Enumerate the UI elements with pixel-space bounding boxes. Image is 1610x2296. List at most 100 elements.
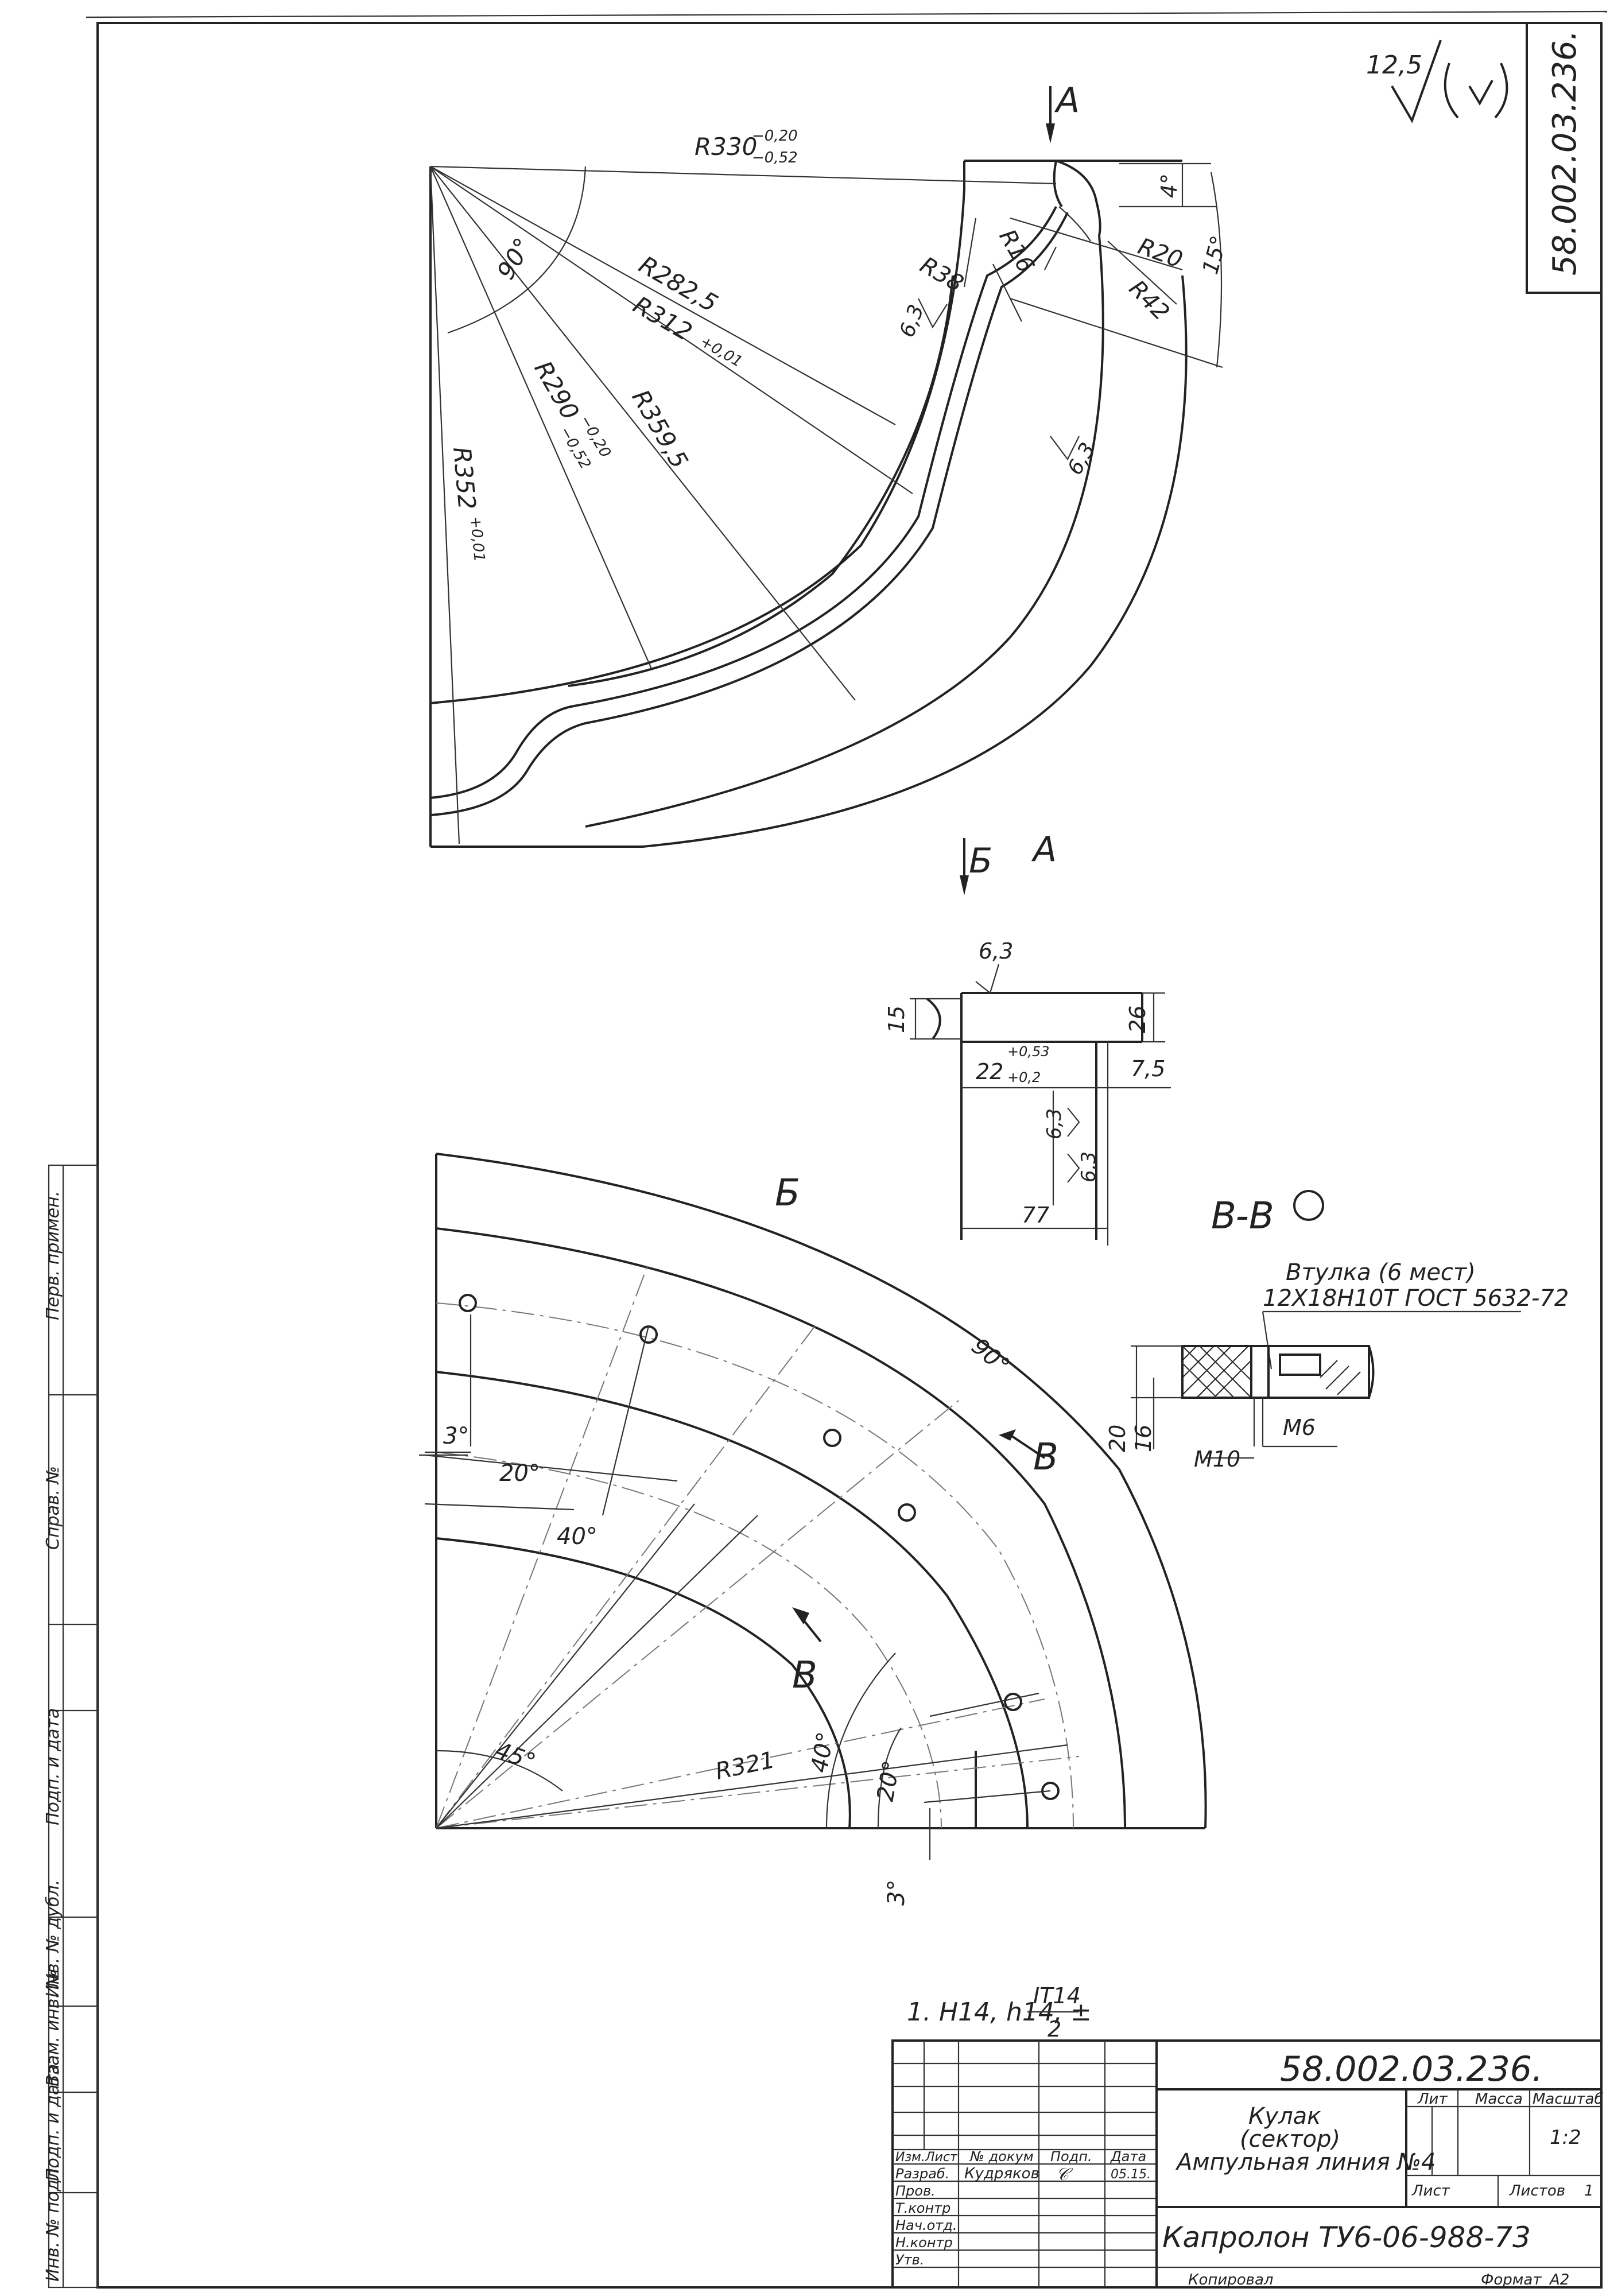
note-1-denominator: 2 bbox=[1048, 2016, 1061, 2042]
top-view-sector: A bbox=[429, 80, 1232, 848]
dim-22-tol-upper: +0,53 bbox=[1007, 1044, 1050, 1060]
dim-angle-15: 15° bbox=[1197, 233, 1232, 277]
sheet-edge bbox=[86, 10, 1608, 18]
head-list: Лист bbox=[925, 2150, 958, 2165]
format-value: А2 bbox=[1549, 2271, 1569, 2289]
razrab-date: 05.15. bbox=[1111, 2167, 1151, 2182]
document-code: 58.002.03.236. bbox=[1546, 30, 1584, 276]
dim-r330-tol-upper: −0,20 bbox=[752, 127, 798, 145]
dim-angle-90-bottom: 90° bbox=[967, 1333, 1015, 1379]
dim-r20: R20 bbox=[1135, 233, 1186, 273]
dim-22: 22 bbox=[976, 1059, 1003, 1084]
section-arrow-label-b-2: B bbox=[792, 1654, 817, 1697]
section-bb: Втулка (6 мест) 12Х18Н10Т ГОСТ 5632-72 bbox=[1105, 1259, 1569, 1472]
dim-r312-tol: +0,01 bbox=[697, 333, 746, 371]
row-nkontr: Н.контр bbox=[895, 2235, 953, 2251]
hole bbox=[459, 1294, 477, 1312]
head-masshtab: Масштаб bbox=[1533, 2091, 1604, 2108]
dim-angle-3-a: 3° bbox=[443, 1423, 469, 1449]
razrab-name: Кудряков bbox=[964, 2165, 1039, 2182]
view-b-label: Б bbox=[775, 1172, 800, 1215]
dim-angle-20-b: 20° bbox=[872, 1759, 906, 1804]
head-lit: Лит bbox=[1417, 2091, 1448, 2108]
head-doc: № докум bbox=[969, 2148, 1034, 2165]
bushing-note-2: 12Х18Н10Т ГОСТ 5632-72 bbox=[1263, 1285, 1569, 1312]
sheet-frame bbox=[96, 22, 1603, 2289]
dim-16: 16 bbox=[1131, 1425, 1156, 1452]
roughness-symbol: 12,5 bbox=[1366, 40, 1508, 123]
row-nach: Нач.отд. bbox=[895, 2217, 957, 2233]
dim-r352: R352 bbox=[448, 446, 481, 511]
title-material: Капролон ТУ6-06-988-73 bbox=[1162, 2221, 1531, 2254]
dim-20: 20 bbox=[1105, 1425, 1130, 1452]
head-sheet: Лист bbox=[1411, 2182, 1450, 2200]
dim-r290: R290 bbox=[529, 356, 584, 425]
head-massa: Масса bbox=[1475, 2091, 1523, 2108]
title-block: 58.002.03.236. Кулак (сектор) Ампульная … bbox=[891, 2039, 1604, 2289]
dim-77: 77 bbox=[1022, 1203, 1049, 1228]
sheets-value: 1 bbox=[1584, 2182, 1594, 2200]
hole bbox=[823, 1429, 841, 1447]
dim-r16: R16 bbox=[994, 225, 1039, 277]
row-prov: Пров. bbox=[895, 2183, 936, 2199]
stamp-podp-data-1: Подп. и дата bbox=[43, 1708, 63, 1825]
dim-angle-40-a: 40° bbox=[557, 1523, 598, 1550]
dim-r359: R359,5 bbox=[626, 385, 693, 474]
note-1-numerator: IT14 bbox=[1033, 1983, 1081, 2008]
dim-angle-45: 45° bbox=[492, 1737, 539, 1775]
row-utv: Утв. bbox=[895, 2252, 924, 2268]
section-b-cut-label: Б bbox=[969, 841, 992, 881]
scale-value: 1:2 bbox=[1550, 2126, 1581, 2149]
hole bbox=[1041, 1782, 1060, 1800]
section-a-rough-a: 6,3 bbox=[1043, 1108, 1066, 1139]
title-designation: 58.002.03.236. bbox=[1280, 2049, 1543, 2089]
head-izm: Изм. bbox=[895, 2150, 925, 2165]
title-part-name-1: Кулак bbox=[1248, 2103, 1321, 2130]
dim-angle-20-a: 20° bbox=[499, 1460, 540, 1487]
tolerance-note: 1. H14, h14, ± IT14 2 bbox=[907, 1983, 1092, 2042]
hole bbox=[898, 1503, 916, 1522]
bottom-view-sector: Б B-B bbox=[419, 1153, 1324, 1906]
head-sheets: Листов bbox=[1509, 2182, 1565, 2200]
section-bb-title: B-B bbox=[1211, 1195, 1274, 1238]
dim-r321: R321 bbox=[713, 1747, 777, 1785]
row-tkontr: Т.контр bbox=[895, 2200, 951, 2216]
rotation-icon bbox=[1293, 1190, 1324, 1221]
section-a-view-label: A bbox=[1031, 829, 1057, 870]
dim-angle-40-b: 40° bbox=[806, 1730, 840, 1775]
dim-r330: R330 bbox=[695, 133, 757, 161]
dim-15: 15 bbox=[884, 1006, 909, 1033]
document-code-stamp: 58.002.03.236. bbox=[1526, 22, 1603, 294]
section-a-rough-b: 6,3 bbox=[1077, 1151, 1100, 1182]
dim-angle-4: 4° bbox=[1157, 173, 1182, 198]
side-stamp-column: Перв. примен. Справ. № Подп. и дата Инв.… bbox=[43, 1164, 99, 2289]
stamp-vzam-inv: Взам. инв. № bbox=[43, 1969, 63, 2086]
roughness-6-3-a: 6,3 bbox=[895, 301, 929, 340]
bushing-note-1: Втулка (6 мест) bbox=[1286, 1259, 1476, 1286]
stamp-podp-data-2: Подп. и дата bbox=[43, 2064, 63, 2181]
section-a-rough-top: 6,3 bbox=[979, 938, 1013, 964]
hole bbox=[1004, 1693, 1022, 1711]
dim-r352-tol: +0,01 bbox=[467, 515, 488, 563]
section-a-profile: Б A 6,3 15 26 22 +0,53 +0,2 7,5 6,3 6,3 bbox=[884, 829, 1171, 1246]
stamp-inv-podl: Инв. № подл. bbox=[43, 2163, 63, 2282]
dim-r330-tol-lower: −0,52 bbox=[752, 149, 798, 166]
title-part-name-3: Ампульная линия №4 bbox=[1175, 2149, 1436, 2175]
dim-26: 26 bbox=[1125, 1006, 1150, 1033]
dim-angle-3-b: 3° bbox=[883, 1880, 910, 1906]
dim-7-5: 7,5 bbox=[1131, 1056, 1165, 1081]
dim-angle-90-top: 90° bbox=[491, 233, 537, 284]
row-razrab: Разраб. bbox=[895, 2166, 949, 2182]
stamp-inv-dubl: Инв. № дубл. bbox=[43, 1880, 63, 1998]
view-a-label-top: A bbox=[1054, 80, 1080, 121]
dim-m10: M10 bbox=[1194, 1446, 1240, 1472]
section-arrow-label-b-1: B bbox=[1033, 1436, 1058, 1479]
dim-r42: R42 bbox=[1124, 276, 1174, 326]
dim-r38: R38 bbox=[915, 252, 968, 297]
title-part-name-2: (сектор) bbox=[1240, 2126, 1340, 2152]
copied-label: Копировал bbox=[1188, 2271, 1274, 2289]
head-date: Дата bbox=[1110, 2148, 1146, 2165]
format-label: Формат bbox=[1481, 2271, 1542, 2289]
stamp-perv-primen: Перв. примен. bbox=[43, 1191, 63, 1320]
